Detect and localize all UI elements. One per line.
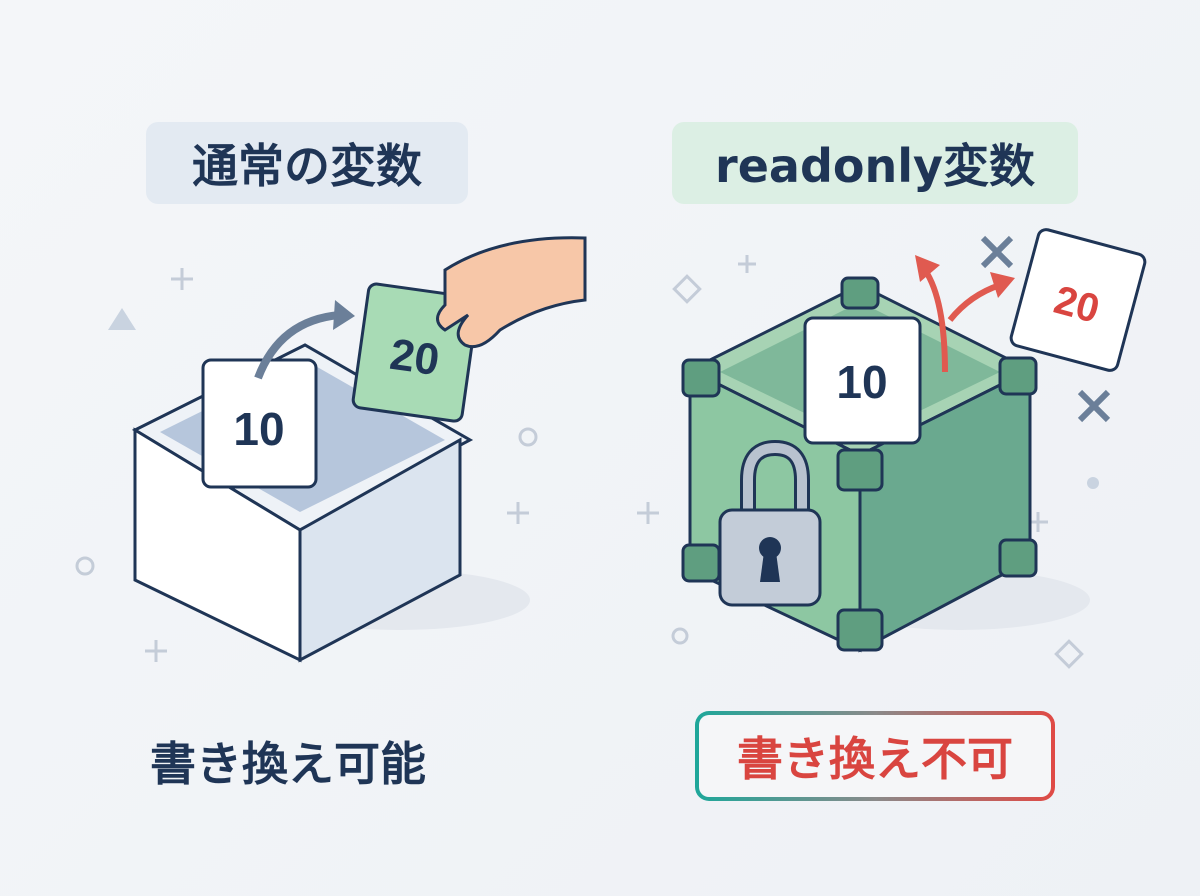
decorations (75, 255, 1084, 669)
stored-value-card: 10 (803, 316, 922, 445)
normal-variable-title: 通常の変数 (146, 122, 468, 204)
readonly-variable-title: readonly変数 (672, 122, 1078, 204)
rewritable-caption: 書き換え可能 (150, 737, 426, 791)
stored-value-text: 10 (836, 356, 887, 408)
open-box (131, 343, 530, 663)
padlock-icon (718, 439, 822, 607)
old-value-card: 10 (201, 358, 318, 489)
rejected-value-card: 20 (1009, 228, 1147, 372)
not-rewritable-caption: 書き換え不可 (699, 715, 1051, 797)
old-value-text: 10 (233, 403, 284, 455)
cross-icon (980, 235, 1111, 423)
not-rewritable-badge: 書き換え不可 (695, 711, 1055, 801)
hand-icon (436, 236, 587, 349)
new-value-text: 20 (387, 330, 442, 385)
replace-arrow-icon (254, 311, 341, 380)
